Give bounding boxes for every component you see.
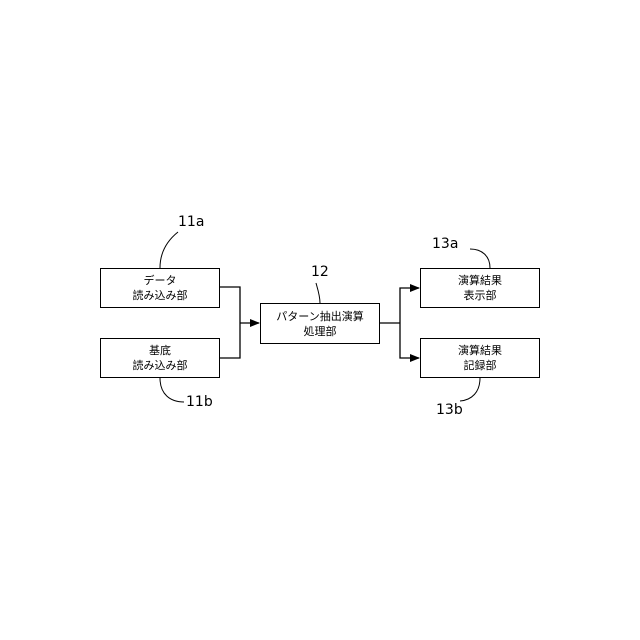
connector-base-reader: [220, 323, 240, 358]
reference-numeral-12: 12: [311, 264, 329, 280]
leader-line-12: [316, 283, 320, 303]
leader-line-13b: [460, 378, 480, 401]
base-reader-label-line2: 読み込み部: [133, 358, 188, 373]
leader-line-13a: [470, 249, 490, 268]
result-display-box: 演算結果 表示部: [420, 268, 540, 308]
result-recorder-label-line2: 記録部: [464, 358, 497, 373]
leader-line-11a: [160, 232, 178, 268]
result-recorder-box: 演算結果 記録部: [420, 338, 540, 378]
result-display-label-line1: 演算結果: [458, 273, 502, 288]
reference-numeral-13a: 13a: [432, 236, 458, 252]
data-reader-label-line1: データ: [144, 273, 177, 288]
arrow-to-result-display: [400, 288, 419, 323]
base-reader-box: 基底 読み込み部: [100, 338, 220, 378]
result-recorder-label-line1: 演算結果: [458, 343, 502, 358]
data-reader-box: データ 読み込み部: [100, 268, 220, 308]
pattern-extractor-label-line2: 処理部: [304, 324, 337, 339]
base-reader-label-line1: 基底: [149, 343, 171, 358]
pattern-extractor-box: パターン抽出演算 処理部: [260, 303, 380, 344]
reference-numeral-11b: 11b: [186, 394, 213, 410]
leader-line-11b: [160, 378, 184, 402]
data-reader-label-line2: 読み込み部: [133, 288, 188, 303]
arrow-to-result-recorder: [400, 323, 419, 358]
pattern-extractor-label-line1: パターン抽出演算: [276, 309, 363, 324]
result-display-label-line2: 表示部: [464, 288, 497, 303]
reference-numeral-11a: 11a: [178, 214, 204, 230]
reference-numeral-13b: 13b: [436, 402, 463, 418]
connector-data-reader: [220, 287, 240, 323]
